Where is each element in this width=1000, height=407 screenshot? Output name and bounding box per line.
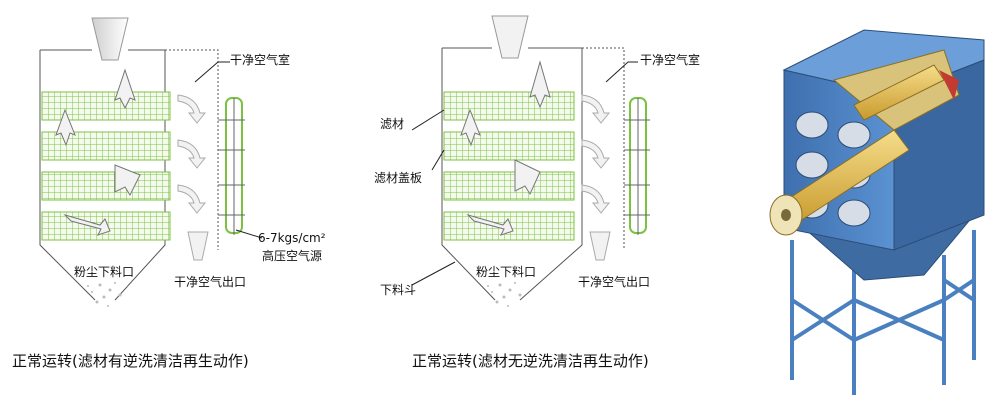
- middle-filter-cover-label: 滤材盖板: [374, 171, 423, 185]
- middle-caption: 正常运转(滤材无逆洗清洁再生动作): [412, 352, 649, 370]
- left-filter-rows: [41, 91, 171, 241]
- collector-3d-render: [740, 0, 1000, 403]
- middle-inlet-arrow: [491, 15, 529, 59]
- middle-filter-media-label: 滤材: [380, 117, 405, 131]
- left-inlet-arrow: [91, 17, 129, 61]
- middle-filter-rows: [443, 91, 575, 241]
- middle-outlet-arrow: [589, 231, 611, 261]
- left-outlet-arrow: [187, 231, 209, 261]
- left-dust-outlet-label: 粉尘下料口: [74, 265, 135, 279]
- middle-dust-arrows: [460, 60, 551, 236]
- collector-3d-svg: [769, 29, 985, 395]
- filter-cartridges: [769, 64, 945, 236]
- middle-collector-diagram: [411, 15, 650, 307]
- left-clean-air-outlet-label: 干净空气出口: [174, 275, 247, 289]
- middle-clean-air-room-label: 干净空气室: [640, 53, 701, 67]
- left-clean-air-room-label: 干净空气室: [230, 53, 291, 67]
- middle-dust-outlet-label: 粉尘下料口: [476, 265, 537, 279]
- left-dust-arrows: [55, 68, 141, 236]
- middle-blow-pipe: [624, 97, 650, 235]
- middle-dust-heap: [487, 282, 522, 307]
- middle-housing: [441, 47, 625, 301]
- left-caption: 正常运转(滤材有逆洗清洁再生动作): [12, 352, 249, 370]
- left-pressure-label: 6-7kgs/cm²: [258, 231, 326, 245]
- middle-clean-air-outlet-label: 干净空气出口: [578, 275, 651, 289]
- middle-clean-air-arrows: [581, 94, 611, 214]
- left-blow-pipe: [218, 97, 245, 235]
- left-collector-diagram: [39, 17, 263, 307]
- left-clean-air-arrows: [177, 94, 207, 214]
- support-legs: [790, 230, 976, 395]
- middle-hopper-label: 下料斗: [380, 283, 417, 297]
- left-air-source-label: 高压空气源: [262, 249, 323, 263]
- left-dust-heap: [87, 282, 122, 307]
